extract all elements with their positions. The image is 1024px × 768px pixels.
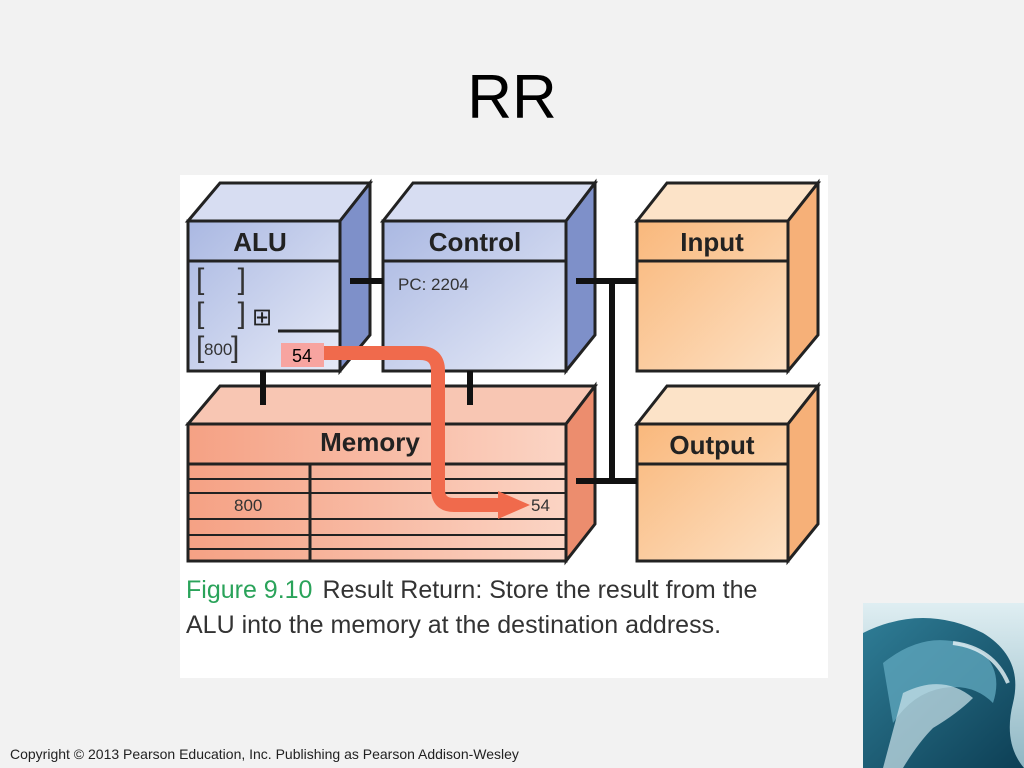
result-badge: 54 xyxy=(281,343,324,367)
alu-op-symbol: ⊞ xyxy=(252,304,272,331)
figure-label: Figure 9.10 xyxy=(186,576,313,604)
memory-address: 800 xyxy=(234,496,262,515)
alu-register-1: [ ] xyxy=(196,263,246,296)
alu-register-value: 800 xyxy=(204,340,232,359)
control-box: Control PC: 2204 xyxy=(379,178,599,376)
output-box: Output xyxy=(633,381,822,566)
cpu-diagram: ALU [ ] [ ] [ 800 ] ⊞ Control PC: 2204 I… xyxy=(184,178,822,566)
alu-label: ALU xyxy=(233,227,286,257)
bus-lines xyxy=(260,278,637,484)
alu-register-3-open: [ xyxy=(196,331,205,364)
output-label: Output xyxy=(669,430,755,460)
memory-value: 54 xyxy=(531,496,550,515)
alu-box: ALU [ ] [ ] [ 800 ] ⊞ xyxy=(184,178,374,376)
result-arrow xyxy=(323,346,530,519)
control-label: Control xyxy=(429,227,521,257)
wave-icon xyxy=(863,603,1024,768)
copyright-footer: Copyright © 2013 Pearson Education, Inc.… xyxy=(10,746,519,762)
memory-box: Memory 800 54 xyxy=(184,381,599,566)
figure-panel: ALU [ ] [ ] [ 800 ] ⊞ Control PC: 2204 I… xyxy=(180,175,828,678)
memory-label: Memory xyxy=(320,427,420,457)
input-label: Input xyxy=(680,227,744,257)
caption-text: Result Return: Store the result from the… xyxy=(186,576,758,639)
result-badge-value: 54 xyxy=(292,346,312,366)
pc-text: PC: 2204 xyxy=(398,275,469,294)
input-box: Input xyxy=(633,178,822,376)
alu-register-3-close: ] xyxy=(231,331,239,364)
wave-image xyxy=(863,603,1024,768)
alu-register-2: [ ] xyxy=(196,297,246,330)
slide-title: RR xyxy=(467,63,557,132)
